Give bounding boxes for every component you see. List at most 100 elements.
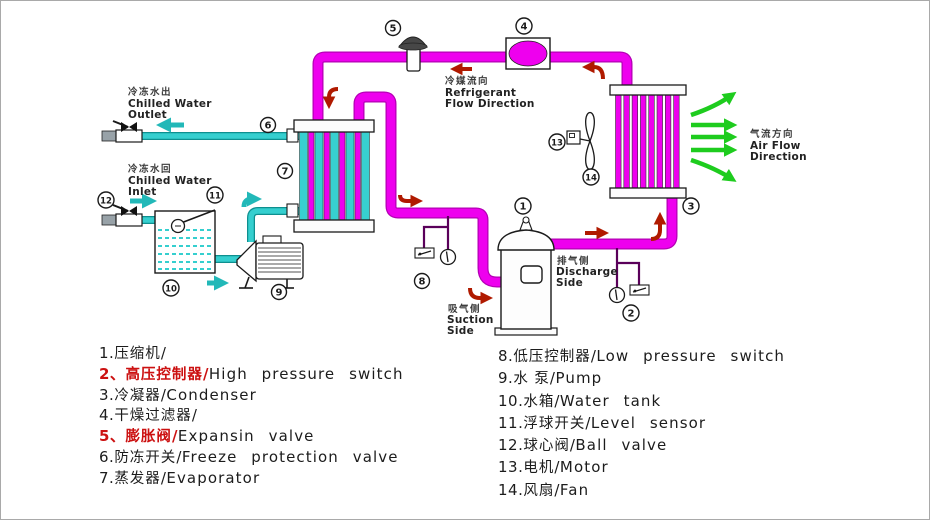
legend-item-zh: 防冻开关 bbox=[114, 449, 177, 466]
high-pressure-switch bbox=[608, 248, 650, 304]
svg-text:Direction: Direction bbox=[750, 151, 807, 163]
air-flow-arrows bbox=[690, 91, 738, 182]
svg-text:11: 11 bbox=[209, 192, 221, 202]
float-level-sensor bbox=[170, 209, 216, 234]
legend-item-10: 10.水箱/Water tank bbox=[498, 390, 785, 412]
svg-text:6: 6 bbox=[265, 121, 272, 132]
legend-item-zh: 水 泵 bbox=[513, 371, 550, 388]
svg-text:Side: Side bbox=[556, 277, 583, 289]
legend-item-zh: 压缩机 bbox=[114, 346, 161, 362]
refrigerant-flow-label: 冷媒流向 Refrigerant Flow Direction bbox=[445, 75, 535, 110]
outlet-ball-valve bbox=[101, 120, 143, 143]
water-tank bbox=[154, 210, 216, 274]
svg-text:Flow Direction: Flow Direction bbox=[445, 98, 535, 110]
legend-item-num: 3. bbox=[99, 385, 115, 404]
item-markers: 1 2 3 4 5 6 7 8 9 10 11 12 13 14 bbox=[97, 17, 700, 322]
legend-item-7: 7.蒸发器/Evaporator bbox=[99, 468, 404, 489]
evaporator bbox=[286, 119, 375, 233]
legend-separator: / bbox=[160, 344, 167, 362]
legend-separator: / bbox=[171, 427, 178, 446]
marker-9: 9 bbox=[270, 283, 288, 301]
legend-item-en: Level sensor bbox=[590, 413, 707, 432]
svg-text:Side: Side bbox=[447, 325, 474, 337]
svg-text:7: 7 bbox=[282, 167, 289, 178]
legend-item-8: 8.低压控制器/Low pressure switch bbox=[498, 345, 785, 367]
legend-item-en: Ball valve bbox=[575, 436, 668, 455]
legend-item-12: 12.球心阀/Ball valve bbox=[498, 434, 785, 456]
marker-2: 2 bbox=[622, 304, 640, 322]
legend-item-num: 4. bbox=[99, 406, 115, 425]
marker-3: 3 bbox=[682, 197, 700, 215]
fan bbox=[585, 112, 595, 170]
marker-13: 13 bbox=[548, 133, 566, 151]
legend-item-zh: 球心阀 bbox=[523, 438, 570, 455]
svg-text:Suction: Suction bbox=[447, 314, 494, 326]
air-flow-label: 气流方向 Air Flow Direction bbox=[749, 128, 807, 163]
legend-item-num: 12. bbox=[498, 436, 524, 455]
legend-item-zh: 冷凝器 bbox=[114, 387, 161, 404]
legend-right-column: 8.低压控制器/Low pressure switch 9.水 泵/Pump 1… bbox=[498, 345, 785, 501]
refrigerant-flow-arrows bbox=[322, 60, 667, 305]
legend-separator: / bbox=[569, 436, 576, 455]
svg-text:冷冻水回: 冷冻水回 bbox=[128, 163, 172, 175]
legend-separator: / bbox=[191, 406, 198, 425]
discharge-side-label: 排气侧 Discharge Side bbox=[556, 255, 618, 289]
legend-item-en: Condenser bbox=[166, 385, 257, 404]
legend-item-en: Fan bbox=[559, 480, 590, 499]
legend-item-zh: 浮球开关 bbox=[523, 415, 586, 432]
svg-text:12: 12 bbox=[100, 197, 112, 207]
legend-item-num: 1. bbox=[99, 344, 115, 362]
svg-text:9: 9 bbox=[276, 288, 283, 299]
legend-item-9: 9.水 泵/Pump bbox=[498, 367, 785, 389]
legend-item-zh: 水箱 bbox=[523, 393, 555, 410]
marker-12: 12 bbox=[97, 191, 115, 209]
legend-left-column: 1.压缩机/ 2、高压控制器/High pressure switch 3.冷凝… bbox=[99, 343, 404, 489]
refrigerant-liquid-line-pipe bbox=[312, 51, 633, 124]
legend-item-zh: 膨胀阀 bbox=[125, 429, 172, 446]
svg-text:冷冻水出: 冷冻水出 bbox=[128, 86, 172, 98]
legend-item-14: 14.风扇/Fan bbox=[498, 479, 785, 501]
legend-separator: / bbox=[176, 447, 182, 466]
legend-item-num: 14. bbox=[498, 480, 524, 499]
svg-text:冷媒流向: 冷媒流向 bbox=[445, 75, 489, 87]
marker-11: 11 bbox=[206, 186, 224, 204]
legend-item-1: 1.压缩机/ bbox=[99, 343, 404, 364]
fan-motor bbox=[566, 130, 591, 145]
svg-text:Chilled Water: Chilled Water bbox=[128, 175, 212, 187]
legend-item-en: Expansin valve bbox=[177, 427, 315, 446]
svg-text:Refrigerant: Refrigerant bbox=[445, 87, 516, 99]
legend-separator: / bbox=[554, 458, 560, 477]
legend-item-en: Freeze protection valve bbox=[181, 447, 399, 466]
legend-item-zh: 电机 bbox=[523, 460, 555, 477]
svg-text:5: 5 bbox=[390, 24, 397, 35]
svg-text:4: 4 bbox=[521, 22, 528, 33]
svg-text:吸气侧: 吸气侧 bbox=[448, 303, 481, 315]
marker-5: 5 bbox=[384, 19, 402, 37]
svg-text:10: 10 bbox=[165, 285, 177, 295]
legend-item-num: 6. bbox=[99, 447, 115, 466]
legend-item-2: 2、高压控制器/High pressure switch bbox=[99, 364, 404, 385]
chilled-water-outlet-label: 冷冻水出 Chilled Water Outlet bbox=[128, 86, 212, 121]
expansion-valve bbox=[398, 36, 428, 72]
svg-text:1: 1 bbox=[520, 202, 527, 213]
svg-text:Discharge: Discharge bbox=[556, 266, 618, 278]
svg-text:Inlet: Inlet bbox=[128, 186, 157, 198]
legend-item-3: 3.冷凝器/Condenser bbox=[99, 385, 404, 406]
marker-1: 1 bbox=[514, 197, 532, 215]
legend-item-en: High pressure switch bbox=[208, 364, 404, 383]
legend-item-num: 11. bbox=[498, 413, 524, 432]
inlet-ball-valve bbox=[101, 204, 143, 227]
chiller-flow-diagram: 1 2 3 4 5 6 7 8 9 10 11 12 13 14 冷冻水出 Ch… bbox=[97, 17, 807, 337]
marker-14: 14 bbox=[582, 168, 600, 186]
legend-item-en: Evaporator bbox=[166, 468, 261, 487]
svg-text:8: 8 bbox=[419, 277, 426, 288]
legend-item-en: Low pressure switch bbox=[596, 347, 786, 365]
legend-separator: / bbox=[549, 369, 556, 388]
legend-item-num: 9. bbox=[498, 369, 514, 388]
compressor bbox=[494, 216, 558, 336]
legend-separator: / bbox=[590, 347, 597, 365]
refrigerant-suction-line-pipe bbox=[353, 91, 503, 288]
marker-4: 4 bbox=[515, 17, 533, 35]
svg-text:气流方向: 气流方向 bbox=[749, 128, 794, 140]
